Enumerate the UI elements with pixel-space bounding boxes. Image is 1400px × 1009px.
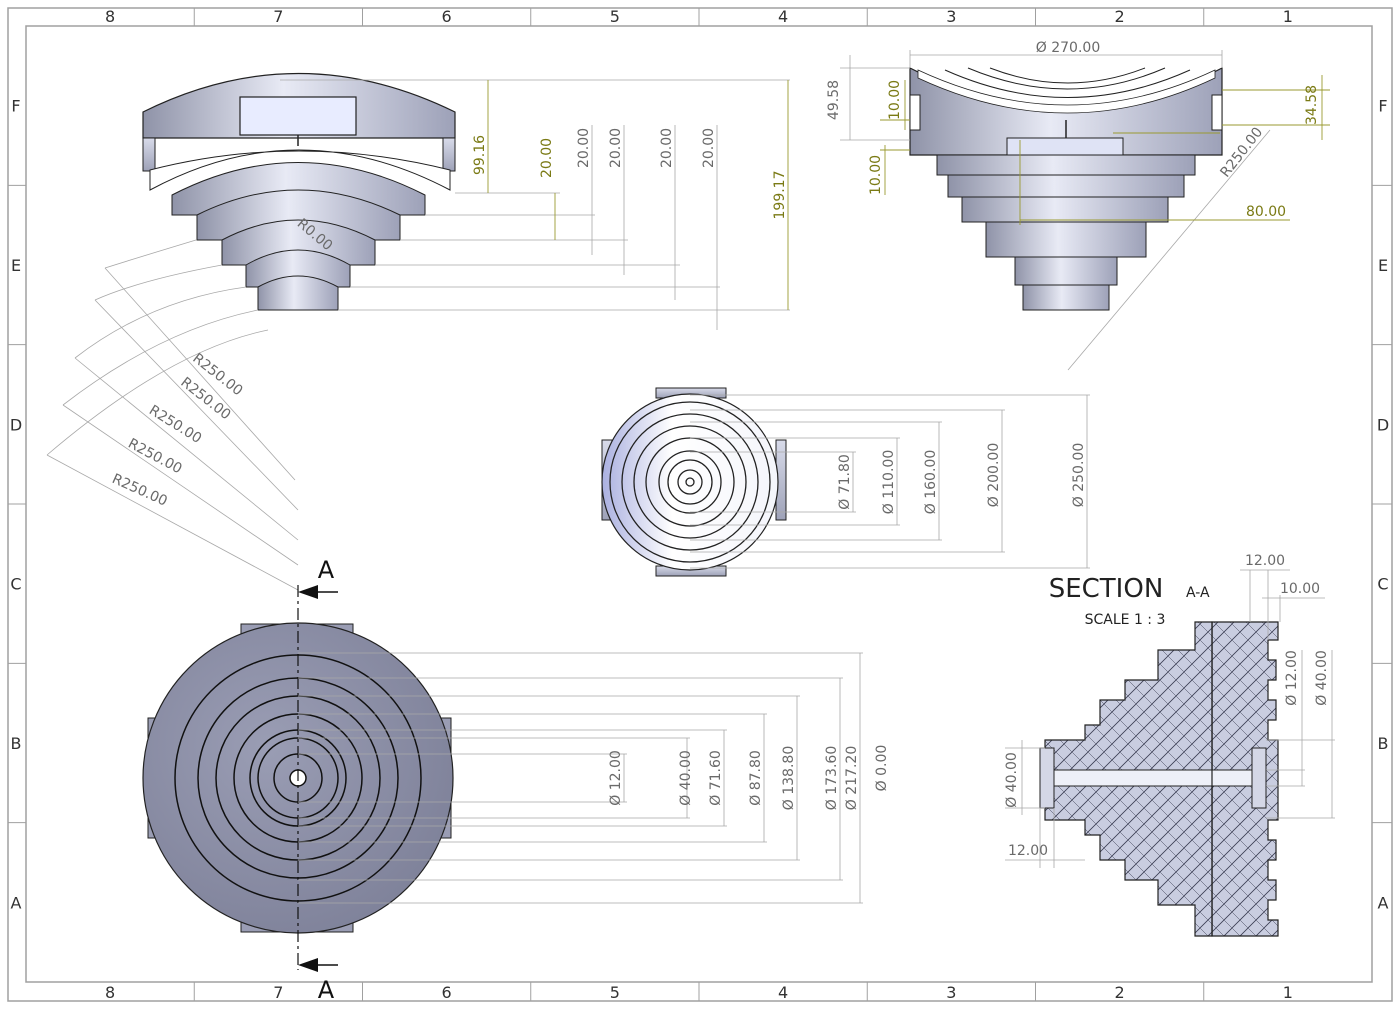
front-dim-20-a: 20.00 [576,128,592,168]
zone-label-row-A: A [11,893,22,912]
right-dim-80: 80.00 [1246,204,1286,220]
top-dia-40: Ø 40.00 [678,750,694,806]
section-view: SECTION A-A SCALE 1 : 3 12. [1004,553,1335,937]
front-radius-3: R250.00 [146,402,204,447]
zone-ticks [8,8,1392,1001]
zone-label-row-E: E [11,256,21,275]
section-dim-12-bottom: 12.00 [1008,843,1048,859]
zone-label-col-4: 4 [778,983,788,1002]
section-cut-label-top: A [318,556,335,584]
zone-label-col-3: 3 [946,983,956,1002]
zone-label-col-6: 6 [442,7,452,26]
zone-label-col-4: 4 [778,7,788,26]
zone-label-col-1: 1 [1283,7,1293,26]
zone-label-row-E: E [1378,256,1388,275]
top-dia-138: Ø 138.80 [781,746,797,810]
section-title-suffix: A-A [1186,585,1210,601]
zone-label-col-8: 8 [105,7,115,26]
right-dim-34: 34.58 [1304,85,1320,125]
right-dim-10a: 10.00 [887,80,903,120]
top-dia-173: Ø 173.60 [824,746,840,810]
section-dim-10-top: 10.00 [1280,581,1320,597]
zone-label-col-7: 7 [273,983,283,1002]
section-dia-40-left: Ø 40.00 [1004,752,1020,808]
zone-label-row-D: D [10,415,22,434]
top-dia-12: Ø 12.00 [608,750,624,806]
zone-label-col-6: 6 [442,983,452,1002]
zone-label-row-B: B [11,734,22,753]
zone-label-col-8: 8 [105,983,115,1002]
bottom-dia-110: Ø 110.00 [881,450,897,514]
front-dim-20-c: 20.00 [659,128,675,168]
zone-label-col-5: 5 [610,7,620,26]
bottom-dia-250: Ø 250.00 [1071,443,1087,507]
zone-label-col-5: 5 [610,983,620,1002]
right-dia-270: Ø 270.00 [1036,40,1100,56]
right-radius-250: R250.00 [1217,124,1266,180]
front-radius-5: R250.00 [110,471,170,509]
front-dim-99: 99.16 [472,135,488,175]
zone-label-row-C: C [10,575,21,594]
zone-label-col-3: 3 [946,7,956,26]
bottom-dia-160: Ø 160.00 [923,450,939,514]
front-dim-20-d: 20.00 [701,128,717,168]
right-dim-10b: 10.00 [868,155,884,195]
bottom-dia-200: Ø 200.00 [986,443,1002,507]
front-radius-4: R250.00 [125,436,184,478]
zone-label-col-2: 2 [1115,7,1125,26]
section-dia-12: Ø 12.00 [1284,650,1300,706]
section-scale: SCALE 1 : 3 [1085,612,1166,628]
front-dim-20-b: 20.00 [608,128,624,168]
zone-label-row-B: B [1378,734,1389,753]
zone-label-col-1: 1 [1283,983,1293,1002]
front-dim-199: 199.17 [772,171,788,220]
bottom-dia-71: Ø 71.80 [837,454,853,510]
section-dia-40-right: Ø 40.00 [1314,650,1330,706]
zone-label-row-F: F [11,97,20,116]
zone-label-row-A: A [1378,893,1389,912]
top-dia-0: Ø 0.00 [874,745,890,792]
bottom-view: Ø 71.80 Ø 110.00 Ø 160.00 Ø 200.00 Ø 250… [601,387,1090,577]
zone-label-col-2: 2 [1115,983,1125,1002]
top-dia-71: Ø 71.60 [708,750,724,806]
top-view: A A Ø 12.00 Ø 40.00 Ø 71.6 [142,556,890,1004]
section-title: SECTION [1049,574,1164,604]
right-view: Ø 270.00 49.58 10.00 10.00 34.58 R250.00… [826,40,1330,371]
top-dia-87: Ø 87.80 [748,750,764,806]
zone-label-col-7: 7 [273,7,283,26]
zone-label-row-D: D [1377,415,1389,434]
section-cut-label-bottom: A [318,976,335,1004]
top-dia-217: Ø 217.20 [844,746,860,810]
zone-label-row-F: F [1378,97,1387,116]
right-dim-49: 49.58 [826,80,842,120]
zone-label-row-C: C [1377,575,1388,594]
section-dim-12-top: 12.00 [1245,553,1285,569]
front-dim-20-green: 20.00 [539,138,555,178]
